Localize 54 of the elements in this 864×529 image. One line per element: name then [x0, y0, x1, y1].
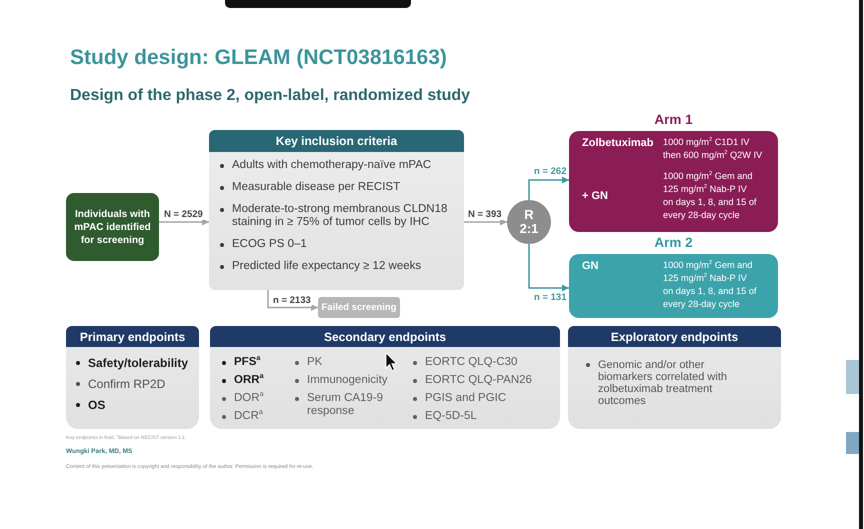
- list-item: Serum CA19-9 response: [307, 392, 384, 418]
- dosing-text: 1000 mg/m$^{2}$ Gem and 125 mg/m$^{2}$ Nab-P IV on days 1, 8, and 15 of every 28-day cycle: [663, 170, 758, 222]
- regimen-label: Zolbetuximab: [582, 136, 654, 151]
- dosing-text: 1000 mg/m$^{2}$ C1D1 IV then 600 mg/m$^{2}$ Q2W IV: [663, 136, 764, 162]
- connector-arrow: [464, 218, 507, 226]
- edge-label: n = 131: [533, 292, 568, 303]
- circle-label: R 2:1: [518, 208, 540, 236]
- endpoint-panel: [66, 326, 199, 429]
- arm-heading: Arm 1: [653, 112, 694, 128]
- list-item: Genomic and/or other biomarkers correlated with zolbetuximab treatment outcomes: [598, 359, 728, 407]
- arm-heading: Arm 2: [653, 235, 694, 251]
- edge-label: N = 2529: [163, 209, 204, 220]
- dosing-text: 1000 mg/m$^{2}$ Gem and 125 mg/m$^{2}$ Nab-P IV on days 1, 8, and 15 of every 28-day cycle: [663, 259, 758, 311]
- list-item: Safety/tolerability: [88, 356, 188, 370]
- status-box: [318, 297, 400, 318]
- panel-header: Primary endpoints: [66, 326, 199, 347]
- panel-header: Secondary endpoints: [210, 326, 560, 347]
- list-item: Moderate-to-strong membranous CLDN18 staining in ≥ 75% of tumor cells by IHC: [232, 203, 448, 229]
- regimen-label: GN: [582, 259, 598, 274]
- criteria-panel: [209, 130, 464, 290]
- list-item: ECOG PS 0–1: [232, 238, 307, 251]
- list-item: ORR$^{a}$: [234, 374, 264, 387]
- randomization-circle: [507, 200, 551, 244]
- endpoint-panel: [210, 326, 560, 429]
- list-item: Confirm RP2D: [88, 377, 166, 391]
- connector-arrow: [528, 244, 569, 292]
- panel-header: Key inclusion criteria: [209, 130, 464, 152]
- list-item: EORTC QLQ-PAN26: [425, 374, 532, 387]
- list-item: Predicted life expectancy ≥ 12 weeks: [232, 260, 422, 273]
- list-item: PFS$^{a}$: [234, 356, 260, 369]
- box-label: Individuals with mPAC identified for screening: [73, 208, 152, 246]
- connector-arrow: [267, 290, 318, 311]
- edge-label: n = 262: [533, 166, 568, 177]
- slide-title: Study design: GLEAM (NCT03816163): [70, 46, 447, 70]
- list-item: Immunogenicity: [307, 374, 388, 387]
- list-item: DCR$^{a}$: [234, 410, 263, 423]
- start-box: [66, 193, 159, 261]
- connector-arrow: [159, 218, 209, 226]
- edge-label: N = 393: [467, 209, 503, 220]
- list-item: PGIS and PGIC: [425, 392, 506, 405]
- connector-arrow: [528, 176, 569, 200]
- list-item: PK: [307, 356, 322, 369]
- panel-header: Exploratory endpoints: [568, 326, 781, 347]
- list-item: DOR$^{a}$: [234, 392, 264, 405]
- list-item: OS: [88, 398, 106, 412]
- box-label: Failed screening: [322, 302, 396, 313]
- endpoint-panel: [568, 326, 781, 429]
- subtitle: Design of the phase 2, open-label, randomized study: [70, 87, 470, 105]
- list-item: Measurable disease per RECIST: [232, 181, 400, 194]
- edge-label: n = 2133: [272, 295, 312, 306]
- list-item: EQ-5D-5L: [425, 410, 477, 423]
- regimen-label: + GN: [582, 188, 608, 204]
- list-item: Adults with chemotherapy-naïve mPAC: [232, 159, 432, 172]
- list-item: EORTC QLQ-C30: [425, 356, 518, 369]
